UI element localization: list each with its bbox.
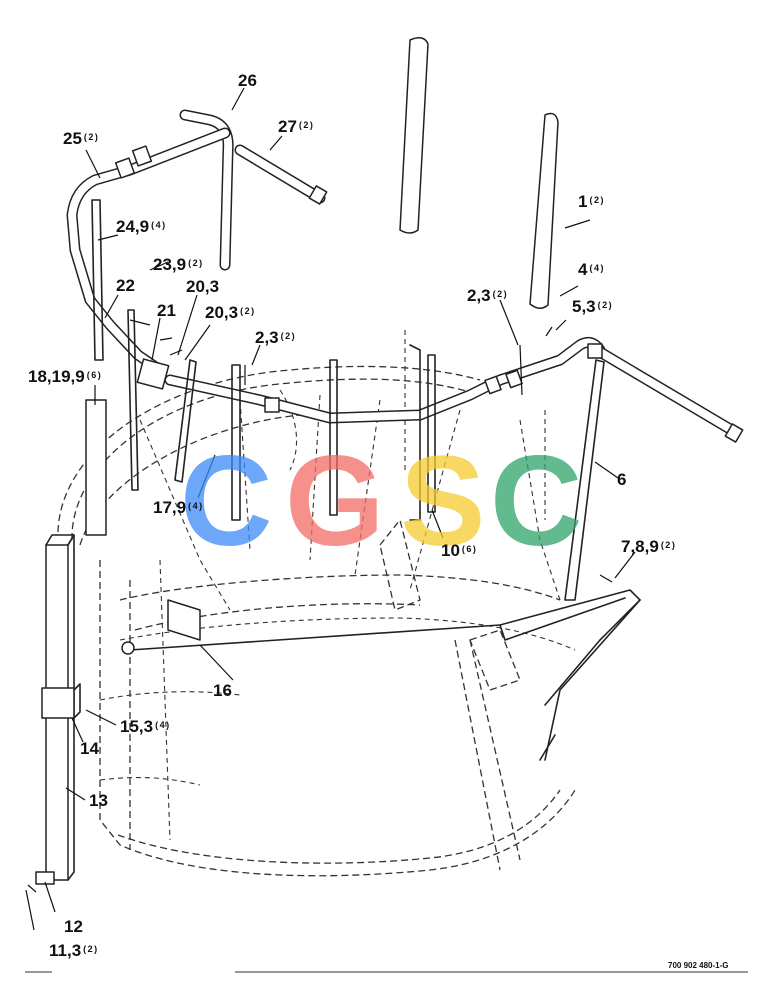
callout-14: 14 <box>80 739 99 758</box>
callout-11-3: 11,3(2) <box>49 941 99 960</box>
hardware-bolts <box>27 319 613 893</box>
reference-number: 700 902 480-1-G <box>668 961 729 970</box>
callout-24-9: 24,9(4) <box>116 217 167 236</box>
callout-labels: 26 27(2) 25(2) 1(2) 24,9(4) 23,9(2) 4(4)… <box>28 71 676 960</box>
callout-1: 1(2) <box>578 192 605 211</box>
callout-2-3-c: 2,3(2) <box>255 328 296 347</box>
callout-16: 16 <box>213 681 232 700</box>
callout-2-3-b: 2,3(2) <box>467 286 508 305</box>
watermark-letter-g: G <box>285 430 385 573</box>
tapered-covers <box>399 37 559 309</box>
callout-15-3: 15,3(4) <box>120 717 171 736</box>
callout-26: 26 <box>238 71 257 90</box>
base-cage <box>57 330 576 877</box>
callout-13: 13 <box>89 791 108 810</box>
callout-27: 27(2) <box>278 117 314 136</box>
callout-25: 25(2) <box>63 129 99 148</box>
watermark-letter-c1: C <box>180 430 272 573</box>
leader-lines <box>25 87 636 931</box>
callout-18-19-9: 18,19,9(6) <box>28 367 102 386</box>
callout-7-8-9: 7,8,9(2) <box>621 537 676 556</box>
callout-10: 10(6) <box>441 541 477 560</box>
watermark-letter-c2: C <box>490 430 582 573</box>
watermark: C G S C <box>180 430 582 573</box>
upright-braces <box>85 199 605 601</box>
callout-6: 6 <box>617 470 626 489</box>
upright-post <box>35 534 201 885</box>
callout-22: 22 <box>116 276 135 295</box>
callout-5-3: 5,3(2) <box>572 297 613 316</box>
footer: 700 902 480-1-G <box>25 961 748 973</box>
watermark-letter-s: S <box>400 430 485 573</box>
callout-17-9: 17,9(4) <box>153 498 204 517</box>
callout-23-9: 23,9(2) <box>153 255 204 274</box>
callout-20-3-a: 20,3 <box>186 277 219 296</box>
callout-12: 12 <box>64 917 83 936</box>
hopper-frame <box>129 589 641 761</box>
callout-21: 21 <box>157 301 176 320</box>
callout-20-3-b: 20,3(2) <box>205 303 256 322</box>
callout-4: 4(4) <box>578 260 605 279</box>
